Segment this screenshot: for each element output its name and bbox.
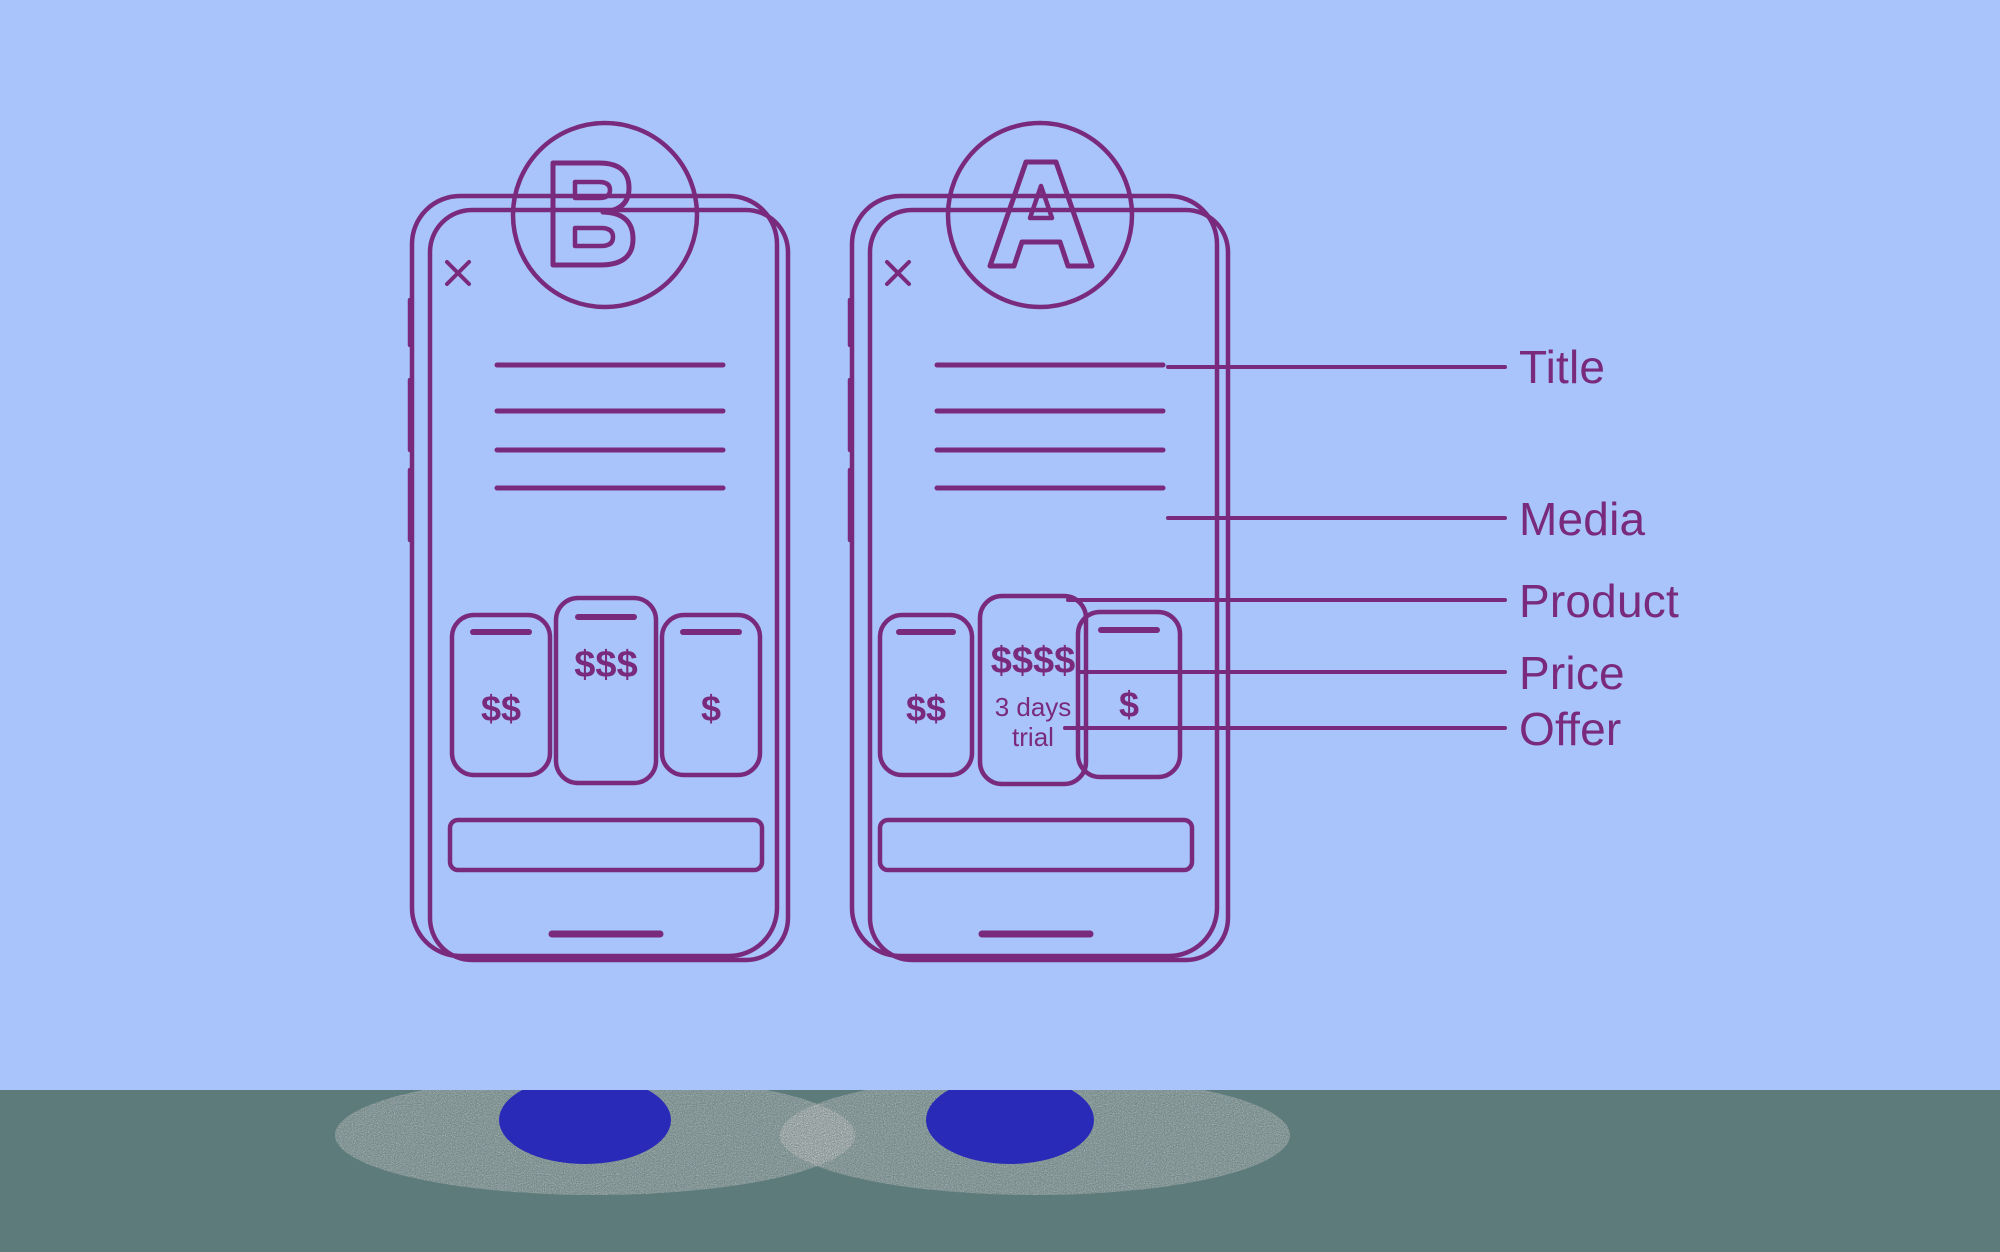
phone-b-close-icon (445, 260, 471, 286)
blob-group (335, 1090, 1290, 1195)
phone-a-offer-2: 3 days trial (994, 692, 1072, 752)
phone-b-cta-bar (447, 817, 765, 873)
background-sky (0, 0, 2000, 1090)
phone-a-cta-bar (877, 817, 1195, 873)
phone-a-close-icon (885, 260, 911, 286)
phone-a-price-1[interactable]: $$ (905, 688, 947, 729)
annotation-offer: Offer (1519, 703, 1622, 755)
leader-lines (1063, 365, 1507, 730)
phone-a-cards (877, 593, 1183, 787)
annotation-product: Product (1519, 575, 1679, 627)
phone-a-price-2[interactable]: $$$$ (990, 640, 1076, 682)
phone-b-cards (449, 595, 763, 786)
annotation-price: Price (1519, 647, 1625, 699)
phone-b-price-3[interactable]: $ (700, 688, 722, 729)
phone-a-text-lines (934, 362, 1166, 491)
phone-a-frame (847, 193, 1231, 963)
phone-b-price-1[interactable]: $$ (480, 688, 522, 729)
annotation-title: Title (1519, 341, 1606, 393)
phone-b-frame (407, 193, 791, 963)
annotation-media: Media (1519, 493, 1646, 545)
phone-a-price-3[interactable]: $ (1118, 684, 1140, 725)
phone-b-text-lines (494, 362, 726, 491)
phone-b-price-2[interactable]: $$$ (574, 644, 638, 686)
phone-b-badge (510, 120, 700, 310)
phone-a-badge (945, 120, 1135, 310)
